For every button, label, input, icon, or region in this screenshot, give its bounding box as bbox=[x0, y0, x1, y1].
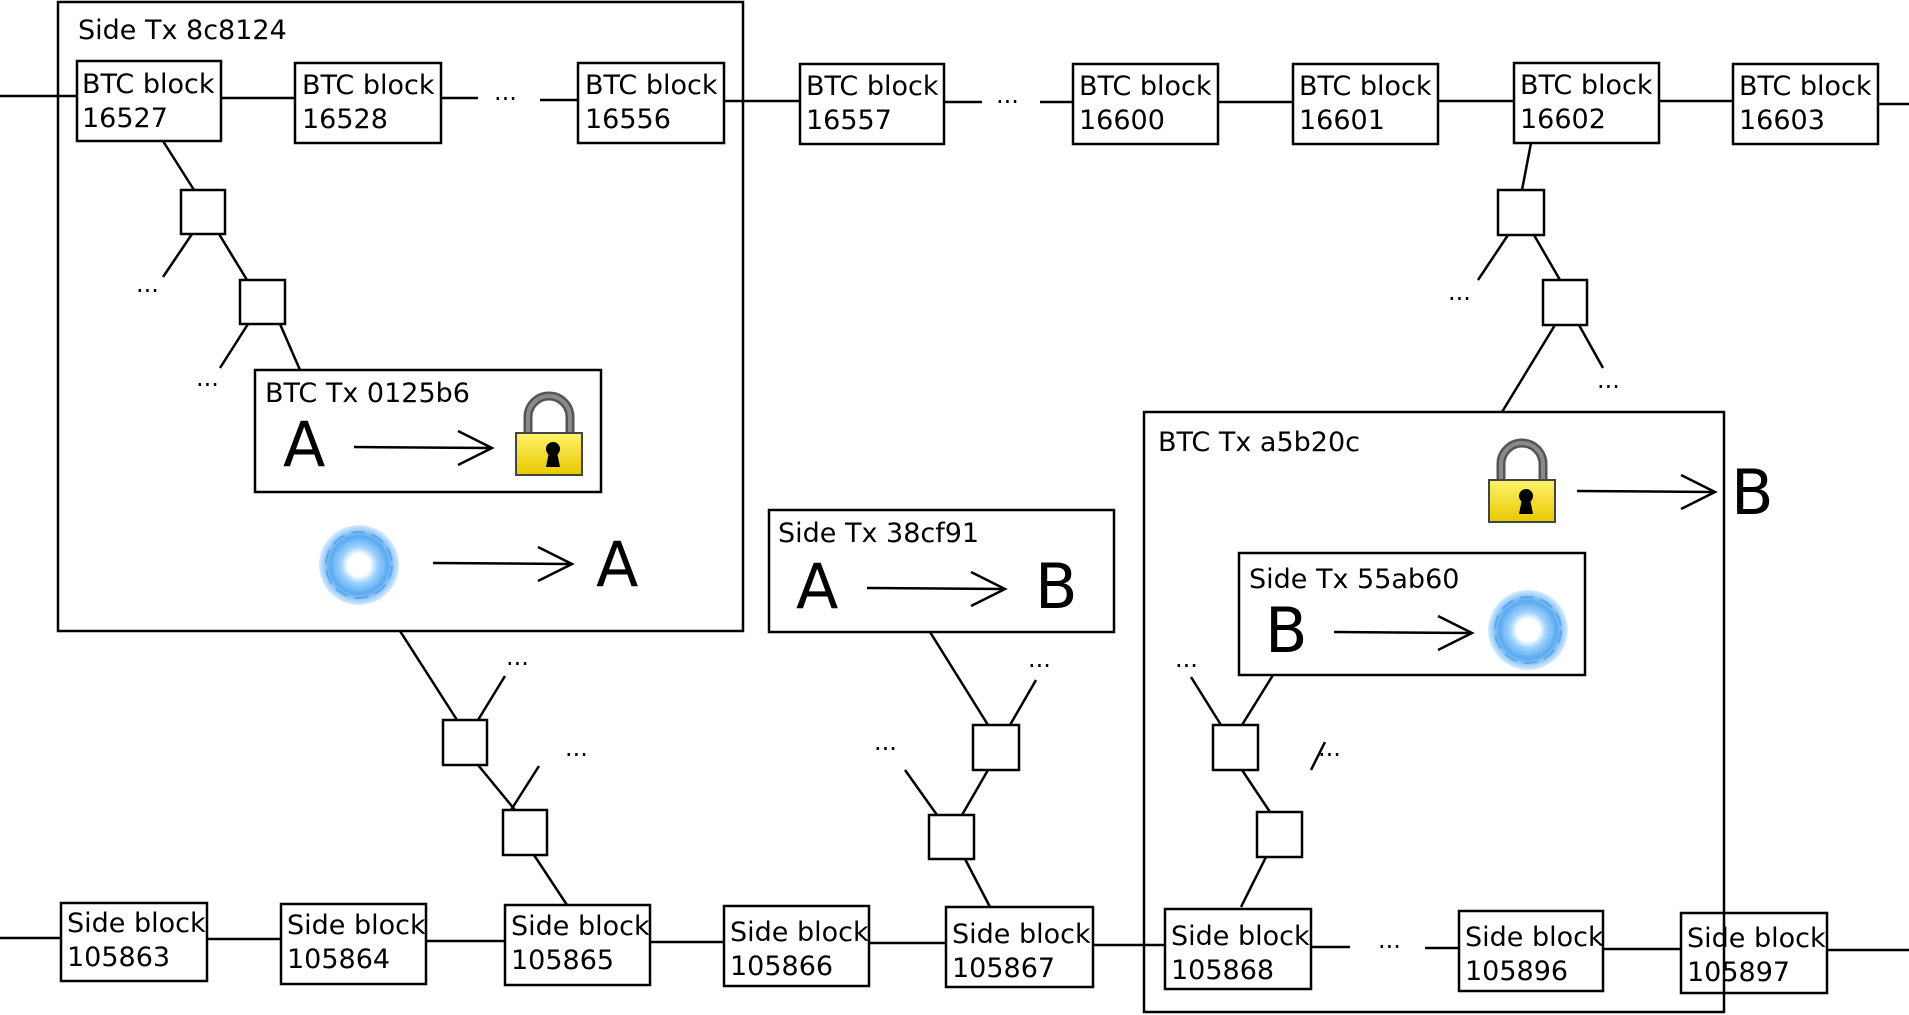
ellipsis: ... bbox=[136, 270, 159, 298]
lock-icon bbox=[515, 391, 583, 476]
btc-block-label: BTC block bbox=[302, 70, 435, 101]
btc-tx-a5b20c-frame bbox=[1142, 410, 1726, 1014]
side-block-105864 bbox=[279, 902, 428, 986]
merkle-node bbox=[501, 808, 549, 857]
btc-block-number: 16556 bbox=[585, 104, 671, 135]
merkle-node bbox=[927, 813, 976, 861]
arrow bbox=[432, 545, 575, 583]
btc-block-label: BTC block bbox=[1520, 70, 1653, 101]
side-block-105896 bbox=[1457, 909, 1605, 993]
merkle-node bbox=[1496, 188, 1546, 237]
side-block-label: Side block bbox=[730, 917, 869, 948]
side-tx-55ab60-title: Side Tx 55ab60 bbox=[1249, 564, 1459, 595]
ellipsis: ... bbox=[565, 734, 588, 762]
party-a-label: A bbox=[796, 550, 838, 623]
side-block-label: Side block bbox=[1171, 921, 1310, 952]
btc-block-label: BTC block bbox=[1299, 71, 1432, 102]
ellipsis: ... bbox=[1175, 645, 1198, 673]
arrow bbox=[1333, 614, 1475, 652]
side-block-label: Side block bbox=[952, 919, 1091, 950]
ellipsis: ... bbox=[1378, 926, 1401, 954]
side-block-105865 bbox=[503, 903, 652, 987]
btc-block-16557 bbox=[798, 62, 946, 146]
merkle-node bbox=[238, 278, 287, 326]
merkle-node bbox=[1255, 810, 1304, 859]
party-a-label: A bbox=[283, 408, 325, 481]
side-block-label: Side block bbox=[287, 910, 426, 941]
side-tx-55ab60-frame bbox=[1237, 551, 1587, 677]
btc-block-label: BTC block bbox=[1739, 71, 1872, 102]
merkle-node bbox=[971, 723, 1021, 772]
btc-block-label: BTC block bbox=[806, 71, 939, 102]
btc-block-number: 16600 bbox=[1079, 105, 1165, 136]
side-block-105897 bbox=[1679, 911, 1829, 995]
side-block-number: 105866 bbox=[730, 951, 833, 982]
arrow bbox=[866, 570, 1008, 608]
btc-block-number: 16601 bbox=[1299, 105, 1385, 136]
party-b-label: B bbox=[1731, 456, 1774, 529]
ellipsis: ... bbox=[1028, 645, 1051, 673]
merkle-node bbox=[1211, 723, 1260, 772]
side-block-105867 bbox=[944, 905, 1095, 989]
party-a-label: A bbox=[596, 528, 638, 601]
btc-block-label: BTC block bbox=[1079, 71, 1212, 102]
side-block-number: 105868 bbox=[1171, 955, 1274, 986]
ellipsis: ... bbox=[506, 643, 529, 671]
btc-block-label: BTC block bbox=[585, 70, 718, 101]
lock-icon bbox=[1488, 438, 1556, 523]
btc-block-number: 16557 bbox=[806, 105, 892, 136]
side-block-105868 bbox=[1163, 907, 1313, 991]
btc-block-number: 16603 bbox=[1739, 105, 1825, 136]
party-b-label: B bbox=[1265, 594, 1308, 667]
ellipsis: ... bbox=[494, 78, 517, 106]
btc-tx-0125b6-frame bbox=[253, 368, 603, 494]
ellipsis: ... bbox=[1597, 366, 1620, 394]
side-block-number: 105896 bbox=[1465, 956, 1568, 987]
merkle-node bbox=[441, 718, 489, 767]
side-block-105863 bbox=[59, 901, 209, 983]
btc-block-16602 bbox=[1512, 61, 1661, 145]
side-block-label: Side block bbox=[67, 908, 206, 939]
side-block-label: Side block bbox=[1687, 923, 1826, 954]
side-tx-38cf91-frame bbox=[767, 508, 1116, 634]
side-block-number: 105864 bbox=[287, 944, 390, 975]
btc-block-label: BTC block bbox=[82, 69, 215, 100]
side-tx-8c8124-title: Side Tx 8c8124 bbox=[78, 15, 287, 46]
side-block-number: 105863 bbox=[67, 942, 170, 973]
side-block-number: 105867 bbox=[952, 953, 1055, 984]
side-tx-38cf91-title: Side Tx 38cf91 bbox=[778, 518, 979, 549]
btc-block-16603 bbox=[1731, 62, 1880, 146]
btc-block-16527 bbox=[75, 59, 223, 143]
ellipsis: ... bbox=[874, 728, 897, 756]
arrow bbox=[353, 429, 495, 467]
merkle-node bbox=[179, 188, 227, 236]
side-block-label: Side block bbox=[1465, 922, 1604, 953]
btc-block-16601 bbox=[1291, 62, 1440, 146]
arrow bbox=[1576, 473, 1718, 511]
ellipsis: ... bbox=[1448, 278, 1471, 306]
btc-block-16556 bbox=[576, 61, 726, 145]
side-block-105866 bbox=[722, 904, 871, 988]
side-block-number: 105865 bbox=[511, 945, 614, 976]
btc-tx-a5b20c-title: BTC Tx a5b20c bbox=[1158, 427, 1360, 458]
party-b-label: B bbox=[1035, 550, 1078, 623]
btc-block-number: 16528 bbox=[302, 104, 388, 135]
portal-icon bbox=[319, 525, 399, 605]
ellipsis: ... bbox=[996, 81, 1019, 109]
btc-block-number: 16527 bbox=[82, 103, 168, 134]
btc-block-16528 bbox=[293, 61, 443, 145]
side-block-label: Side block bbox=[511, 911, 650, 942]
ellipsis: ... bbox=[1318, 734, 1341, 762]
btc-tx-0125b6-title: BTC Tx 0125b6 bbox=[265, 378, 470, 409]
side-block-number: 105897 bbox=[1687, 957, 1790, 988]
ellipsis: ... bbox=[196, 364, 219, 392]
btc-block-16600 bbox=[1071, 62, 1220, 146]
btc-block-number: 16602 bbox=[1520, 104, 1606, 135]
portal-icon bbox=[1488, 590, 1568, 670]
merkle-node bbox=[1541, 278, 1589, 327]
